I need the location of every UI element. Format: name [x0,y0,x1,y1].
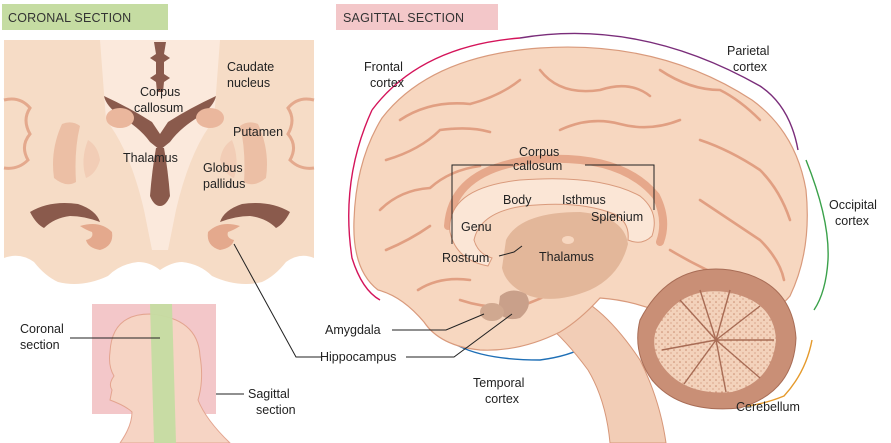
label-corpus-line2: callosum [134,101,183,115]
head-inset: Coronal section Sagittal section [20,304,296,443]
label-parietal-line2: cortex [733,60,768,74]
label-globus-line2: pallidus [203,177,245,191]
label-isthmus: Isthmus [562,193,606,207]
label-body: Body [503,193,532,207]
label-sag-corpus-line2: callosum [513,159,562,173]
label-caudate-line1: Caudate [227,60,274,74]
label-genu: Genu [461,220,492,234]
label-temporal-line1: Temporal [473,376,524,390]
label-thalamus-coronal: Thalamus [123,151,178,165]
label-caudate-line2: nucleus [227,76,270,90]
coronal-section-panel: CORONAL SECTION Caudate nucleus Corpus [2,4,314,284]
label-parietal-line1: Parietal [727,44,769,58]
coronal-plane [150,304,176,443]
label-coronal-section-line2: section [20,338,60,352]
occipital-cortex-line [806,160,828,310]
label-cerebellum: Cerebellum [736,400,800,414]
coronal-caudate-right [196,108,224,128]
label-corpus-line1: Corpus [140,85,180,99]
label-occipital-line1: Occipital [829,198,877,212]
label-amygdala: Amygdala [325,323,381,337]
coronal-header: CORONAL SECTION [8,11,131,25]
label-sagittal-section-line2: section [256,403,296,417]
label-temporal-line2: cortex [485,392,520,406]
label-putamen: Putamen [233,125,283,139]
sagittal-amygdala [480,303,504,321]
label-rostrum: Rostrum [442,251,489,265]
label-frontal-line1: Frontal [364,60,403,74]
label-sagittal-section-line1: Sagittal [248,387,290,401]
label-occipital-line2: cortex [835,214,870,228]
sagittal-header: SAGITTAL SECTION [343,11,464,25]
label-sag-corpus-line1: Corpus [519,145,559,159]
label-coronal-section-line1: Coronal [20,322,64,336]
sagittal-section-panel: SAGITTAL SECTION [234,4,877,443]
label-thalamus-sagittal: Thalamus [539,250,594,264]
label-frontal-line2: cortex [370,76,405,90]
label-hippocampus: Hippocampus [320,350,396,364]
label-splenium: Splenium [591,210,643,224]
coronal-caudate-left [106,108,134,128]
label-globus-line1: Globus [203,161,243,175]
